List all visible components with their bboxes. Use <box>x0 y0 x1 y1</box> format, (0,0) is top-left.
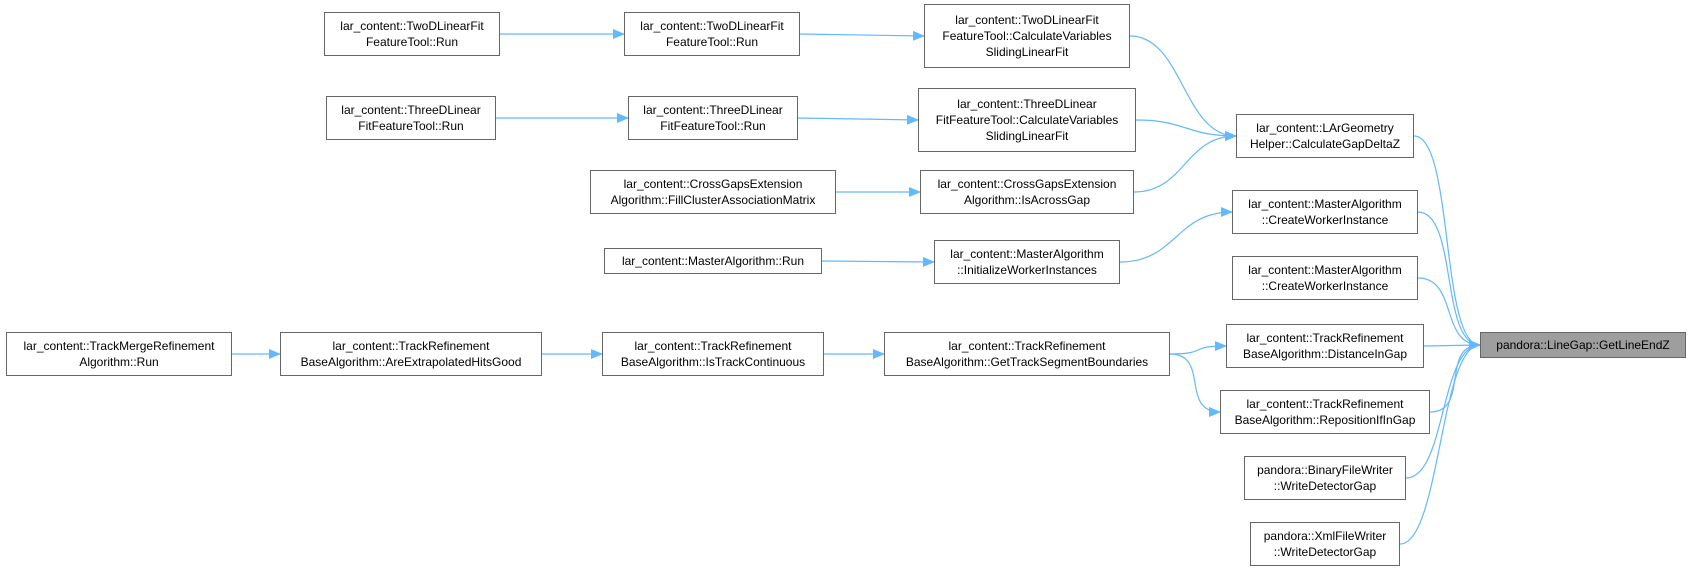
node-line-1: lar_content::CrossGapsExtension <box>623 177 803 191</box>
edge-three_d_calc-to-calc_gap <box>1135 119 1237 141</box>
node-line-1: lar_content::LArGeometry <box>1256 121 1394 135</box>
node-two-d-calculate-variables[interactable]: lar_content::TwoDLinearFit FeatureTool::… <box>924 4 1130 68</box>
node-is-across-gap[interactable]: lar_content::CrossGapsExtension Algorith… <box>920 170 1134 214</box>
edge-master_run-to-initialize_workers <box>821 256 935 267</box>
node-line-2: FeatureTool::Run <box>665 35 759 49</box>
node-line-1: lar_content::CrossGapsExtension <box>937 177 1117 191</box>
edge-three_d_run_b-to-three_d_calc <box>797 114 919 125</box>
node-are-extrapolated-hits-good[interactable]: lar_content::TrackRefinement BaseAlgorit… <box>280 332 542 376</box>
node-line-1: lar_content::MasterAlgorithm <box>950 247 1104 261</box>
node-line-2: FeatureTool::CalculateVariables <box>942 29 1112 43</box>
node-line-2: Algorithm::Run <box>79 355 159 369</box>
node-line-2: Algorithm::IsAcrossGap <box>963 193 1091 207</box>
edge-two_d_run_b-to-two_d_calc <box>799 30 925 41</box>
node-xml-file-writer[interactable]: pandora::XmlFileWriter ::WriteDetectorGa… <box>1250 522 1400 566</box>
node-line-1: lar_content::TrackRefinement <box>948 339 1106 353</box>
node-three-d-feature-tool-run-b[interactable]: lar_content::ThreeDLinear FitFeatureTool… <box>628 96 798 140</box>
node-line-1: lar_content::MasterAlgorithm::Run <box>621 254 805 268</box>
node-line-2: FitFeatureTool::Run <box>358 119 464 133</box>
edge-two_d_calc-to-calc_gap <box>1129 35 1237 141</box>
edge-get_track_segment-to-distance_in_gap <box>1169 341 1227 355</box>
node-line-2: Helper::CalculateGapDeltaZ <box>1249 137 1401 151</box>
node-line-1: lar_content::ThreeDLinear <box>341 103 481 117</box>
edge-get_track_segment-to-reposition_if_in_gap <box>1169 353 1221 417</box>
node-line-2: FitFeatureTool::CalculateVariables <box>935 113 1119 127</box>
node-line-1: lar_content::ThreeDLinear <box>643 103 783 117</box>
node-create-worker-instance-2[interactable]: lar_content::MasterAlgorithm ::CreateWor… <box>1232 256 1418 300</box>
node-line-1: lar_content::TwoDLinearFit <box>340 19 484 33</box>
node-distance-in-gap[interactable]: lar_content::TrackRefinement BaseAlgorit… <box>1226 324 1424 368</box>
node-get-track-segment-boundaries[interactable]: lar_content::TrackRefinement BaseAlgorit… <box>884 332 1170 376</box>
edge-calc_gap-to-root <box>1413 135 1481 350</box>
node-line-1: lar_content::MasterAlgorithm <box>1248 197 1402 211</box>
edge-create_worker_2-to-root <box>1417 277 1481 350</box>
node-line-1: lar_content::TwoDLinearFit <box>640 19 784 33</box>
node-line-1: pandora::BinaryFileWriter <box>1257 463 1393 477</box>
node-line-2: ::WriteDetectorGap <box>1273 479 1377 493</box>
node-line-1: lar_content::TrackRefinement <box>634 339 792 353</box>
node-is-track-continuous[interactable]: lar_content::TrackRefinement BaseAlgorit… <box>602 332 824 376</box>
node-line-2: BaseAlgorithm::RepositionIfInGap <box>1234 413 1416 427</box>
node-line-1: lar_content::MasterAlgorithm <box>1248 263 1402 277</box>
node-line-2: BaseAlgorithm::DistanceInGap <box>1242 347 1408 361</box>
node-root-get-line-end-z: pandora::LineGap::GetLineEndZ <box>1480 332 1686 358</box>
node-initialize-worker-instances[interactable]: lar_content::MasterAlgorithm ::Initializ… <box>934 240 1120 284</box>
node-root-line-1: pandora::LineGap::GetLineEndZ <box>1496 338 1670 352</box>
edge-initialize_workers-to-create_worker_1 <box>1119 207 1233 263</box>
node-line-1: lar_content::TwoDLinearFit <box>955 13 1099 27</box>
node-three-d-feature-tool-run-a[interactable]: lar_content::ThreeDLinear FitFeatureTool… <box>326 96 496 140</box>
node-line-1: lar_content::TrackRefinement <box>1246 331 1404 345</box>
node-line-1: lar_content::TrackMergeRefinement <box>23 339 215 353</box>
node-line-3: SlidingLinearFit <box>985 129 1069 143</box>
node-fill-cluster-association-matrix[interactable]: lar_content::CrossGapsExtension Algorith… <box>590 170 836 214</box>
node-line-2: FitFeatureTool::Run <box>660 119 766 133</box>
node-two-d-feature-tool-run-a[interactable]: lar_content::TwoDLinearFit FeatureTool::… <box>324 12 500 56</box>
edge-create_worker_1-to-root <box>1417 211 1481 350</box>
node-line-2: BaseAlgorithm::IsTrackContinuous <box>620 355 806 369</box>
node-line-2: ::CreateWorkerInstance <box>1261 279 1389 293</box>
node-create-worker-instance-1[interactable]: lar_content::MasterAlgorithm ::CreateWor… <box>1232 190 1418 234</box>
node-three-d-calculate-variables[interactable]: lar_content::ThreeDLinear FitFeatureTool… <box>918 88 1136 152</box>
node-line-1: lar_content::TrackRefinement <box>332 339 490 353</box>
node-line-1: lar_content::TrackRefinement <box>1246 397 1404 411</box>
node-line-2: FeatureTool::Run <box>365 35 459 49</box>
node-line-2: ::CreateWorkerInstance <box>1261 213 1389 227</box>
node-track-merge-refinement-run[interactable]: lar_content::TrackMergeRefinement Algori… <box>6 332 232 376</box>
node-line-3: SlidingLinearFit <box>985 45 1069 59</box>
edge-xml_writer-to-root <box>1399 340 1481 545</box>
node-line-2: Algorithm::FillClusterAssociationMatrix <box>610 193 816 207</box>
node-master-algorithm-run[interactable]: lar_content::MasterAlgorithm::Run <box>604 248 822 274</box>
node-two-d-feature-tool-run-b[interactable]: lar_content::TwoDLinearFit FeatureTool::… <box>624 12 800 56</box>
node-line-2: BaseAlgorithm::GetTrackSegmentBoundaries <box>905 355 1149 369</box>
node-calculate-gap-delta-z[interactable]: lar_content::LArGeometry Helper::Calcula… <box>1236 114 1414 158</box>
edge-binary_writer-to-root <box>1405 340 1481 479</box>
node-binary-file-writer[interactable]: pandora::BinaryFileWriter ::WriteDetecto… <box>1244 456 1406 500</box>
node-line-2: BaseAlgorithm::AreExtrapolatedHitsGood <box>300 355 522 369</box>
node-line-2: ::InitializeWorkerInstances <box>957 263 1097 277</box>
node-line-1: lar_content::ThreeDLinear <box>957 97 1097 111</box>
node-line-2: ::WriteDetectorGap <box>1273 545 1377 559</box>
node-reposition-if-in-gap[interactable]: lar_content::TrackRefinement BaseAlgorit… <box>1220 390 1430 434</box>
node-line-1: pandora::XmlFileWriter <box>1263 529 1387 543</box>
edge-is_across_gap-to-calc_gap <box>1133 131 1237 193</box>
